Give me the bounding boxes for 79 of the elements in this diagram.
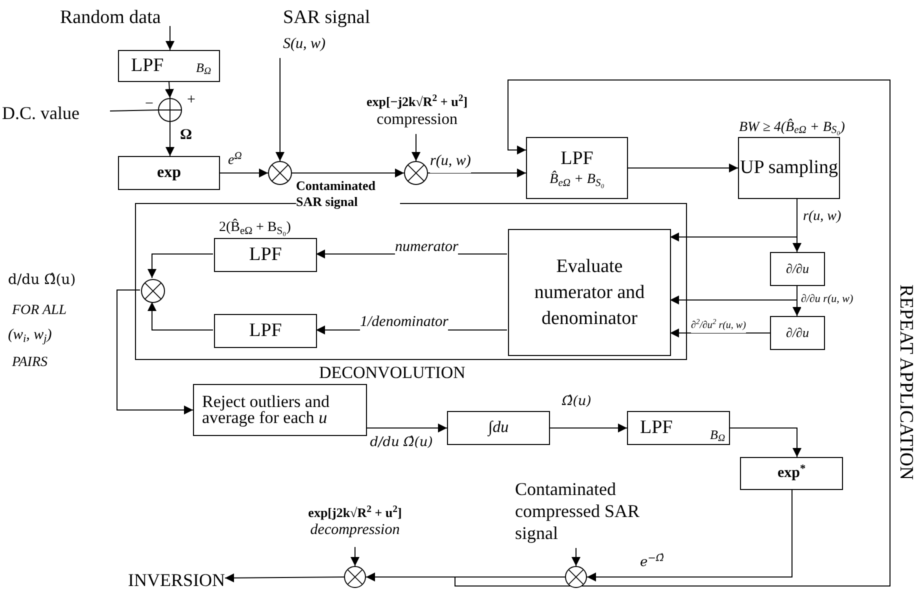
bandwidth-label: B$_{Ω}$ [710, 426, 725, 444]
process-box [740, 457, 843, 490]
annotation-label: FOR ALL [12, 302, 67, 320]
arrow [224, 573, 344, 582]
annotation-label: BW ≥ 4(B̂$_{eΩ}$ + B$_{S₀}$) [739, 118, 845, 136]
operation-label: decompression [310, 521, 400, 540]
arrow [730, 428, 802, 458]
annotation-label: (w$_{i}$, w$_{j}$) [8, 326, 52, 346]
arrow [166, 26, 174, 50]
block-title: LPF [131, 54, 164, 78]
input-label: D.C. value [2, 100, 110, 122]
arrow [428, 168, 526, 178]
multiplier-symbol [565, 566, 587, 588]
annotation-label: d/du Ω̂(u) [8, 271, 76, 290]
annotation-label: 2(B̂$_{eΩ}$ + B$_{S₀}$) [219, 218, 291, 238]
process-box [214, 314, 317, 348]
edge-label: Contaminated SAR signal [296, 178, 400, 210]
arrow [670, 328, 770, 338]
integral-label: ∫du [488, 418, 509, 438]
process-box [770, 316, 825, 350]
annotation-label: + [187, 91, 196, 110]
bandwidth-label: B$_{Ω}$ [196, 58, 211, 77]
bandwidth-label: B̂$_{eΩ}$ + B$_{S₀}$ [550, 171, 604, 189]
process-box [193, 384, 367, 436]
signal-label: S(u, w) [282, 34, 326, 54]
signal-label: Contaminated compressed SAR signal [515, 478, 665, 548]
arrow [550, 424, 628, 432]
edge-label: ∂/∂u r(u, w) [801, 291, 854, 308]
arrow [586, 490, 792, 582]
arrow [412, 134, 420, 162]
multiplier-symbol [141, 279, 165, 303]
multiplier-symbol [344, 566, 366, 588]
process-box [526, 137, 628, 199]
arrow [670, 198, 798, 242]
arrow [454, 80, 890, 586]
arrow [220, 168, 268, 178]
formula-label: exp[−j2k√R$^{2}$ + u$^{2}$] [366, 94, 468, 110]
multiplier-symbol [404, 161, 428, 185]
arrow [366, 572, 566, 582]
process-box [447, 411, 550, 445]
arrow [166, 122, 174, 156]
block-title: LPF [249, 318, 282, 343]
formula-label: exp[j2k√R$^{2}$ + u$^{2}$] [308, 505, 402, 522]
arrow [628, 164, 738, 172]
derivative-label: ∂/∂u [786, 260, 809, 278]
process-box [508, 229, 671, 356]
block-title: Reject outliers and average for each u [202, 394, 330, 426]
group-title: DECONVOLUTION [319, 362, 466, 384]
arrow [164, 82, 174, 98]
input-label: SAR signal [282, 6, 370, 30]
block-title: LPF [560, 147, 594, 172]
block-title: UP sampling [740, 156, 838, 180]
operation-label: compression [376, 110, 458, 130]
multiplier-symbol [268, 161, 292, 185]
block-title: Evaluate numerator and denominator [533, 254, 646, 330]
edge-label: ∂$^{2}$/∂u$^{2}$ r(u, w) [691, 318, 746, 333]
input-label: Random data [60, 4, 180, 26]
arrow [292, 168, 404, 178]
arrow [116, 290, 194, 414]
arrow [572, 548, 580, 566]
block-title: exp$^{*}$ [777, 462, 806, 484]
process-box [118, 50, 220, 82]
block-title: LPF [640, 416, 673, 440]
arrow [148, 254, 214, 278]
output-label: INVERSION [80, 567, 225, 589]
arrow [670, 286, 798, 304]
process-box [770, 252, 825, 286]
arrow [366, 424, 448, 432]
annotation-label: PAIRS [12, 354, 48, 372]
annotation-label: − [145, 95, 154, 114]
block-title: exp [157, 163, 181, 183]
process-box [118, 156, 220, 190]
arrow [350, 546, 360, 566]
annotation-label: REPEAT APPLICATION [894, 284, 918, 482]
arrow [276, 58, 284, 162]
derivative-label: ∂/∂u [786, 324, 809, 342]
arrow [148, 302, 214, 330]
block-title: LPF [249, 242, 282, 267]
process-box [627, 411, 730, 445]
